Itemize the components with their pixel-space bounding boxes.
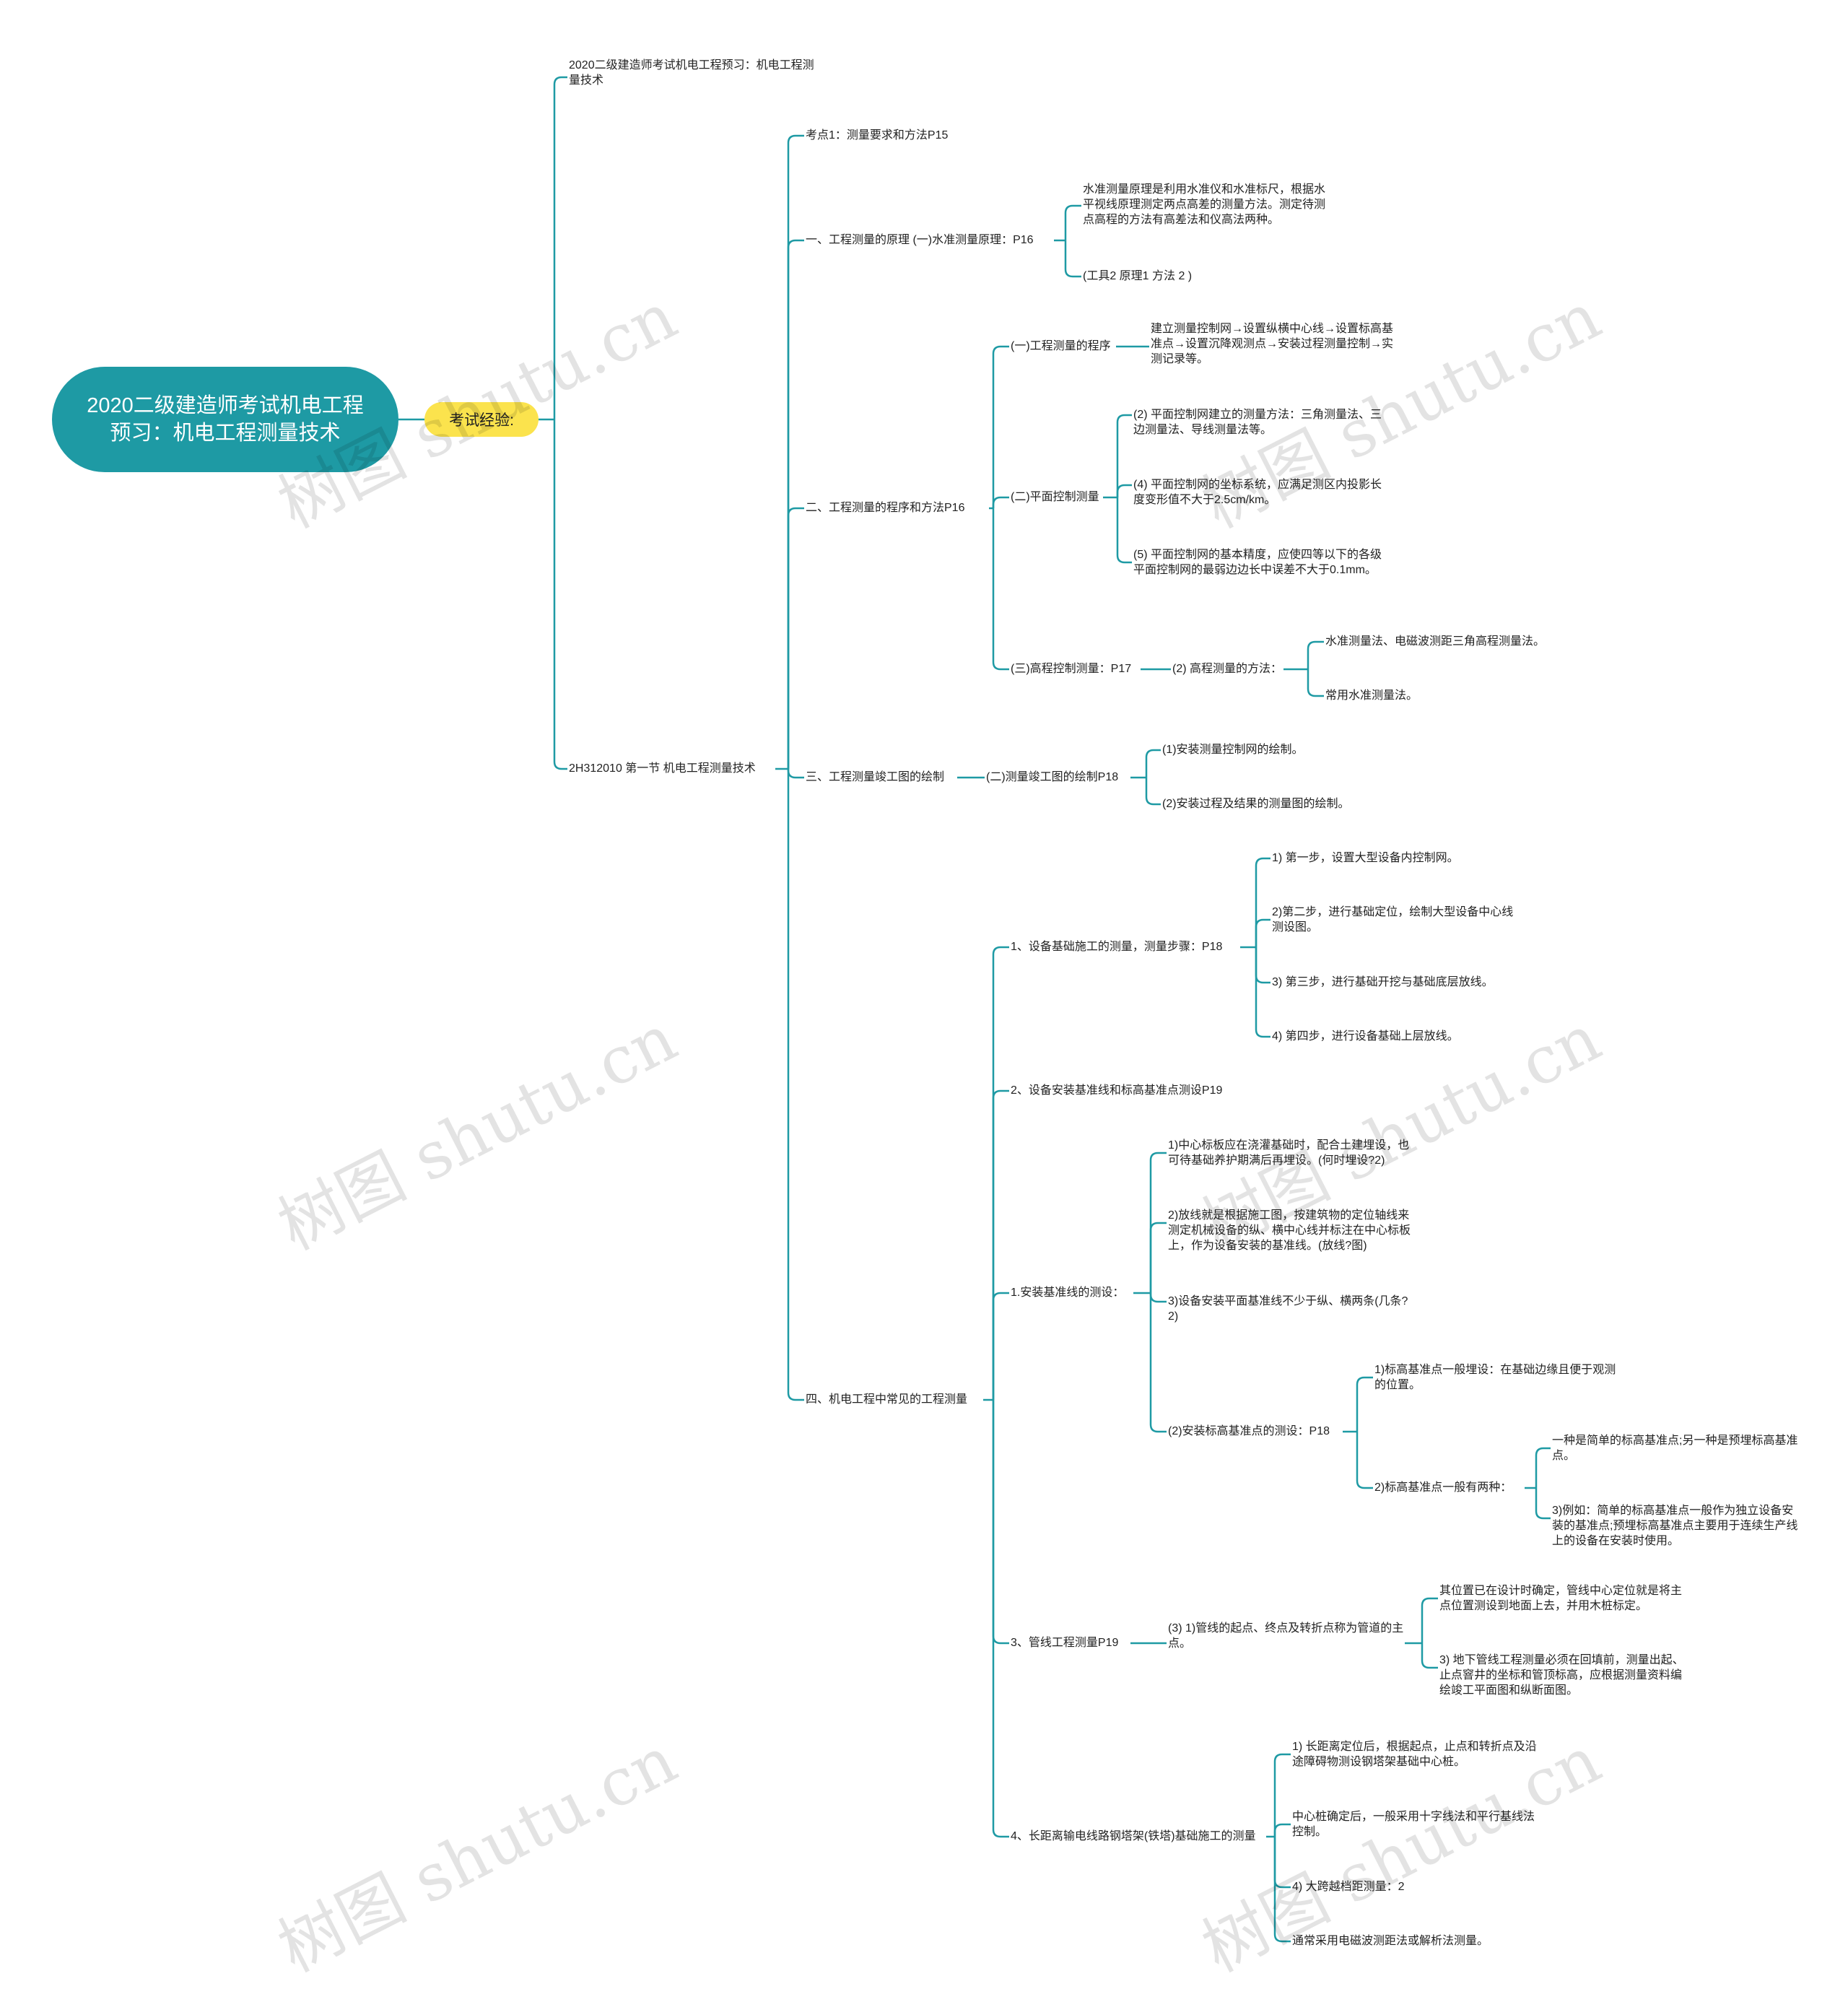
node-f1b[interactable]: 2)第二步，进行基础定位，绘制大型设备中心线测设图。 xyxy=(1272,906,1514,933)
connector-11-3 xyxy=(1255,947,1270,1038)
connector-10-0 xyxy=(992,946,1009,1400)
connector-0-0 xyxy=(553,76,567,419)
connector-17-3 xyxy=(1273,1837,1291,1943)
node-d2c[interactable]: (5) 平面控制网的基本精度，应使四等以下的各级平面控制网的最弱边边长中误差不大… xyxy=(1133,549,1382,576)
connector-5-1 xyxy=(1116,484,1132,497)
connector-1-0 xyxy=(787,134,804,769)
node-f1d[interactable]: 4) 第四步，进行设备基础上层放线。 xyxy=(1272,1030,1459,1043)
node-e1b[interactable]: (2)安装过程及结果的测量图的绘制。 xyxy=(1162,798,1350,810)
node-f5b[interactable]: 中心桩确定后，一般采用十字线法和平行基线法控制。 xyxy=(1292,1811,1535,1838)
node-d3a2[interactable]: 常用水准测量法。 xyxy=(1325,689,1418,702)
node-f3b[interactable]: 2)放线就是根据施工图，按建筑物的定位轴线来测定机械设备的纵、横中心线并标注在中… xyxy=(1168,1209,1411,1252)
node-b1[interactable]: 考点1：测量要求和方法P15 xyxy=(806,129,949,142)
connector-13-0 xyxy=(1356,1376,1373,1432)
connector-16-0 xyxy=(1421,1597,1438,1643)
connector-2-0 xyxy=(1064,204,1081,240)
node-f5a[interactable]: 1) 长距离定位后，根据起点，止点和转折点及沿途障碍物测设钢塔架基础中心桩。 xyxy=(1292,1741,1537,1768)
connector-11-2 xyxy=(1255,947,1270,984)
node-b4[interactable]: 三、工程测量竣工图的绘制 xyxy=(806,771,945,783)
node-f3a[interactable]: 1)中心标板应在浇灌基础时，配合土建埋设，也可待基础养护期满后再埋设。(何时埋设… xyxy=(1168,1139,1410,1167)
connector-3-1 xyxy=(992,496,1009,508)
node-d2[interactable]: (二)平面控制测量 xyxy=(1011,491,1099,503)
connector-0-1 xyxy=(553,419,567,770)
node-d2b[interactable]: (4) 平面控制网的坐标系统，应满足测区内投影长度变形值不大于2.5cm/km。 xyxy=(1133,479,1382,506)
node-f4a1[interactable]: 其位置已在设计时确定，管线中心定位就是将主点位置测设到地面上去，并用木桩标定。 xyxy=(1439,1585,1683,1612)
connector-3-0 xyxy=(992,345,1009,508)
node-f3d2a[interactable]: 一种是简单的标高基准点;另一种是预埋标高基准点。 xyxy=(1552,1435,1798,1462)
connector-2-1 xyxy=(1064,240,1081,278)
connector-12-1 xyxy=(1149,1222,1167,1293)
connector-1-2 xyxy=(787,507,804,769)
node-d1a[interactable]: 建立测量控制网→设置纵横中心线→设置标高基准点→设置沉降观测点→安装过程测量控制… xyxy=(1151,323,1394,365)
node-d1[interactable]: (一)工程测量的程序 xyxy=(1011,340,1111,352)
connector-11-0 xyxy=(1255,857,1270,947)
node-e1[interactable]: (二)测量竣工图的绘制P18 xyxy=(986,771,1119,783)
node-d3a[interactable]: (2) 高程测量的方法： xyxy=(1172,663,1283,675)
connector-10-3 xyxy=(992,1400,1009,1645)
root-label: 2020二级建造师考试机电工程预习：机电工程测量技术 xyxy=(87,394,364,445)
connector-12-0 xyxy=(1149,1152,1167,1293)
node-b2[interactable]: 一、工程测量的原理 (一)水准测量原理：P16 xyxy=(806,234,1034,246)
node-f3d2b[interactable]: 3)例如：简单的标高基准点一般作为独立设备安装的基准点;预埋标高基准点主要用于连… xyxy=(1552,1505,1798,1547)
connector-16-1 xyxy=(1421,1643,1438,1669)
connector-14-1 xyxy=(1535,1488,1551,1520)
connector-7-0 xyxy=(1307,640,1324,669)
node-f5[interactable]: 4、长距离输电线路钢塔架(铁塔)基础施工的测量 xyxy=(1011,1830,1256,1842)
level1-label: 考试经验: xyxy=(449,412,514,429)
node-f1a[interactable]: 1) 第一步，设置大型设备内控制网。 xyxy=(1272,852,1459,864)
connector-10-2 xyxy=(992,1292,1009,1400)
node-f1[interactable]: 1、设备基础施工的测量，测量步骤：P18 xyxy=(1011,941,1223,953)
connector-3-2 xyxy=(992,508,1009,671)
node-f3[interactable]: 1.安装基准线的测设： xyxy=(1011,1287,1125,1299)
connector-17-1 xyxy=(1273,1823,1291,1837)
connector-10-1 xyxy=(992,1089,1009,1400)
node-f4a2[interactable]: 3) 地下管线工程测量必须在回填前，测量出起、止点窨井的坐标和管顶标高，应根据测… xyxy=(1439,1654,1684,1697)
connector-13-1 xyxy=(1356,1432,1373,1489)
connector-1-4 xyxy=(787,769,804,1401)
node-d3a1[interactable]: 水准测量法、电磁波测距三角高程测量法。 xyxy=(1325,635,1546,648)
connector-1-3 xyxy=(787,769,804,779)
node-f4a[interactable]: (3) 1)管线的起点、终点及转折点称为管道的主点。 xyxy=(1168,1622,1404,1650)
node-e1a[interactable]: (1)安装测量控制网的绘制。 xyxy=(1162,744,1304,756)
node-f5c[interactable]: 4) 大跨越档距测量：2 xyxy=(1292,1881,1405,1893)
node-f1c[interactable]: 3) 第三步，进行基础开挖与基础底层放线。 xyxy=(1272,976,1494,988)
node-f3c[interactable]: 3)设备安装平面基准线不少于纵、横两条(几条?2) xyxy=(1168,1295,1408,1323)
connector-7-1 xyxy=(1307,669,1324,697)
connector-5-0 xyxy=(1116,414,1132,497)
node-f3d[interactable]: (2)安装标高基准点的测设：P18 xyxy=(1168,1425,1330,1437)
node-f4[interactable]: 3、管线工程测量P19 xyxy=(1011,1637,1119,1649)
node-f5d[interactable]: 通常采用电磁波测距法或解析法测量。 xyxy=(1292,1935,1489,1947)
root-node[interactable]: 2020二级建造师考试机电工程预习：机电工程测量技术 xyxy=(52,367,398,472)
connector-17-0 xyxy=(1273,1753,1291,1837)
node-f2[interactable]: 2、设备安装基准线和标高基准点测设P19 xyxy=(1011,1084,1223,1097)
connector-1-1 xyxy=(787,239,804,769)
node-d2a[interactable]: (2) 平面控制网建立的测量方法：三角测量法、三边测量法、导线测量法等。 xyxy=(1133,409,1382,436)
node-c1[interactable]: 水准测量原理是利用水准仪和水准标尺，根据水平视线原理测定两点高差的测量方法。测定… xyxy=(1083,183,1326,226)
connector-9-0 xyxy=(1145,749,1161,778)
node-a2[interactable]: 2H312010 第一节 机电工程测量技术 xyxy=(569,762,756,775)
node-f3d1[interactable]: 1)标高基准点一般埋设：在基础边缘且便于观测的位置。 xyxy=(1374,1364,1616,1391)
node-a1[interactable]: 2020二级建造师考试机电工程预习：机电工程测量技术 xyxy=(569,59,814,87)
node-f3d2[interactable]: 2)标高基准点一般有两种： xyxy=(1374,1481,1512,1494)
connector-12-2 xyxy=(1149,1293,1167,1303)
connector-9-1 xyxy=(1145,778,1161,806)
connector-5-2 xyxy=(1116,497,1132,564)
connector-14-0 xyxy=(1535,1447,1551,1488)
connector-12-3 xyxy=(1149,1293,1167,1433)
node-d3[interactable]: (三)高程控制测量：P17 xyxy=(1011,663,1132,675)
node-b5[interactable]: 四、机电工程中常见的工程测量 xyxy=(806,1393,968,1406)
connector-10-4 xyxy=(992,1400,1009,1838)
node-b3[interactable]: 二、工程测量的程序和方法P16 xyxy=(806,502,965,514)
node-c2[interactable]: (工具2 原理1 方法 2 ) xyxy=(1083,270,1193,282)
connector-17-2 xyxy=(1273,1837,1291,1889)
connector-11-1 xyxy=(1255,918,1270,947)
level1-node[interactable]: 考试经验: xyxy=(424,402,539,437)
